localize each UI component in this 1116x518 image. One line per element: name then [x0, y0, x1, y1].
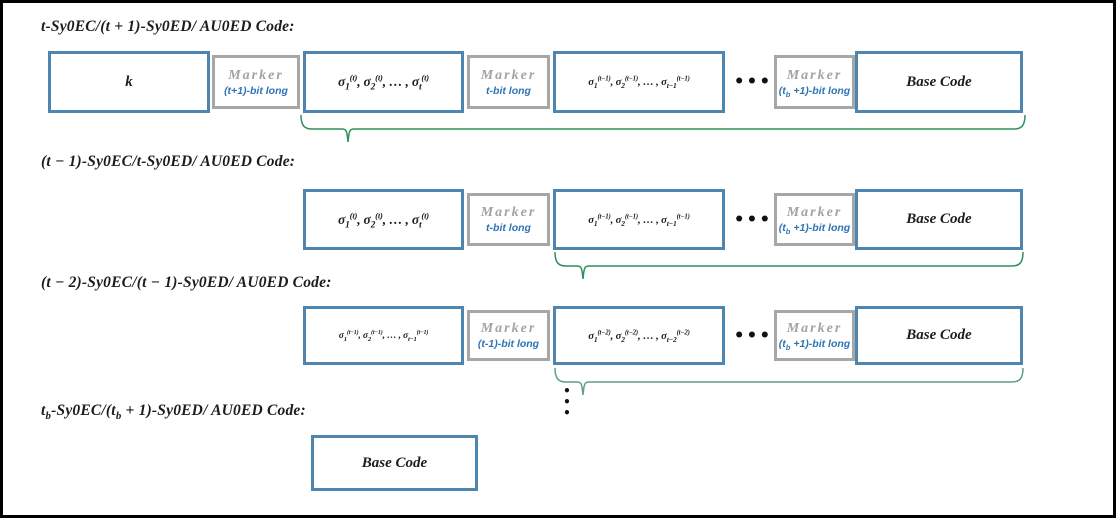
- ellipsis-icon: •••: [731, 189, 775, 250]
- ellipsis-glyph: •••: [733, 209, 773, 230]
- marker-box-tb-plus-1: Marker (tb +1)-bit long: [774, 310, 855, 361]
- marker-box-t: Marker t-bit long: [467, 193, 550, 246]
- marker-box-t-minus-1: Marker (t-1)-bit long: [467, 310, 550, 361]
- base-code-label: Base Code: [361, 454, 428, 471]
- sigma-t-minus-1-box: σ1(t−1), σ2(t−1), … , σt−1(t−1): [553, 189, 725, 250]
- marker-box-t-plus-1: Marker (t+1)-bit long: [212, 55, 300, 109]
- curly-brace-2: [554, 252, 1024, 280]
- base-code-label: Base Code: [906, 73, 972, 90]
- marker-box-tb-plus-1: Marker (tb +1)-bit long: [774, 193, 855, 246]
- ellipsis-icon: •••: [731, 51, 775, 113]
- base-code-box: Base Code: [855, 189, 1023, 250]
- sigma-t-minus-2-label: σ1(t−2), σ2(t−2), … , σt−2(t−2): [588, 328, 690, 344]
- sigma-t-minus-1-box: σ1(t−1), σ2(t−1), … , σt−1(t−1): [303, 306, 464, 365]
- marker-box-t: Marker t-bit long: [467, 55, 550, 109]
- section-3-heading: (t − 2)-Sy0EC/(t − 1)-Sy0ED/ AU0ED Code:: [41, 274, 332, 291]
- sigma-t-minus-1-box: σ1(t−1), σ2(t−1), … , σt−1(t−1): [553, 51, 725, 113]
- sigma-t-minus-1-label: σ1(t−1), σ2(t−1), … , σt−1(t−1): [338, 329, 429, 343]
- bit-length-label: (tb +1)-bit long: [778, 84, 851, 99]
- marker-label: Marker: [786, 205, 843, 220]
- marker-label: Marker: [480, 205, 537, 220]
- bit-length-label: (tb +1)-bit long: [778, 222, 851, 237]
- vertical-ellipsis-icon: • • •: [563, 384, 571, 420]
- bit-length-label: (t+1)-bit long: [224, 84, 288, 97]
- sigma-t-minus-1-label: σ1(t−1), σ2(t−1), … , σt−1(t−1): [588, 75, 690, 91]
- section-2-heading: (t − 1)-Sy0EC/t-Sy0ED/ AU0ED Code:: [41, 153, 296, 170]
- k-box: k: [48, 51, 210, 113]
- sigma-t-label: σ1(t), σ2(t), … , σt(t): [338, 72, 429, 93]
- base-code-label: Base Code: [906, 211, 972, 227]
- ellipsis-glyph: •••: [733, 72, 773, 92]
- marker-label: Marker: [480, 67, 537, 83]
- base-code-box: Base Code: [855, 51, 1023, 113]
- section-1-heading: t-Sy0EC/(t + 1)-Sy0ED/ AU0ED Code:: [41, 18, 295, 35]
- sigma-t-minus-1-label: σ1(t−1), σ2(t−1), … , σt−1(t−1): [588, 212, 690, 228]
- sigma-t-box: σ1(t), σ2(t), … , σt(t): [303, 51, 464, 113]
- ellipsis-icon: •••: [731, 306, 775, 365]
- marker-label: Marker: [228, 67, 284, 83]
- sigma-t-label: σ1(t), σ2(t), … , σt(t): [338, 210, 429, 231]
- k-label: k: [125, 73, 133, 90]
- marker-box-tb-plus-1: Marker (tb +1)-bit long: [774, 55, 855, 109]
- bit-length-label: t-bit long: [486, 222, 531, 234]
- bit-length-label: (t-1)-bit long: [477, 338, 540, 350]
- sigma-t-box: σ1(t), σ2(t), … , σt(t): [303, 189, 464, 250]
- base-code-box: Base Code: [311, 435, 478, 491]
- base-code-label: Base Code: [906, 327, 972, 343]
- ellipsis-glyph: •••: [733, 325, 773, 346]
- curly-brace-3: [554, 368, 1024, 396]
- bit-length-label: t-bit long: [486, 84, 531, 97]
- section-4-heading: tb-Sy0EC/(tb + 1)-Sy0ED/ AU0ED Code:: [41, 402, 306, 423]
- base-code-box: Base Code: [855, 306, 1023, 365]
- sigma-t-minus-2-box: σ1(t−2), σ2(t−2), … , σt−2(t−2): [553, 306, 725, 365]
- curly-brace-1: [300, 115, 1026, 143]
- bit-length-label: (tb +1)-bit long: [778, 338, 851, 353]
- marker-label: Marker: [480, 321, 537, 336]
- marker-label: Marker: [786, 67, 843, 83]
- marker-label: Marker: [786, 321, 843, 336]
